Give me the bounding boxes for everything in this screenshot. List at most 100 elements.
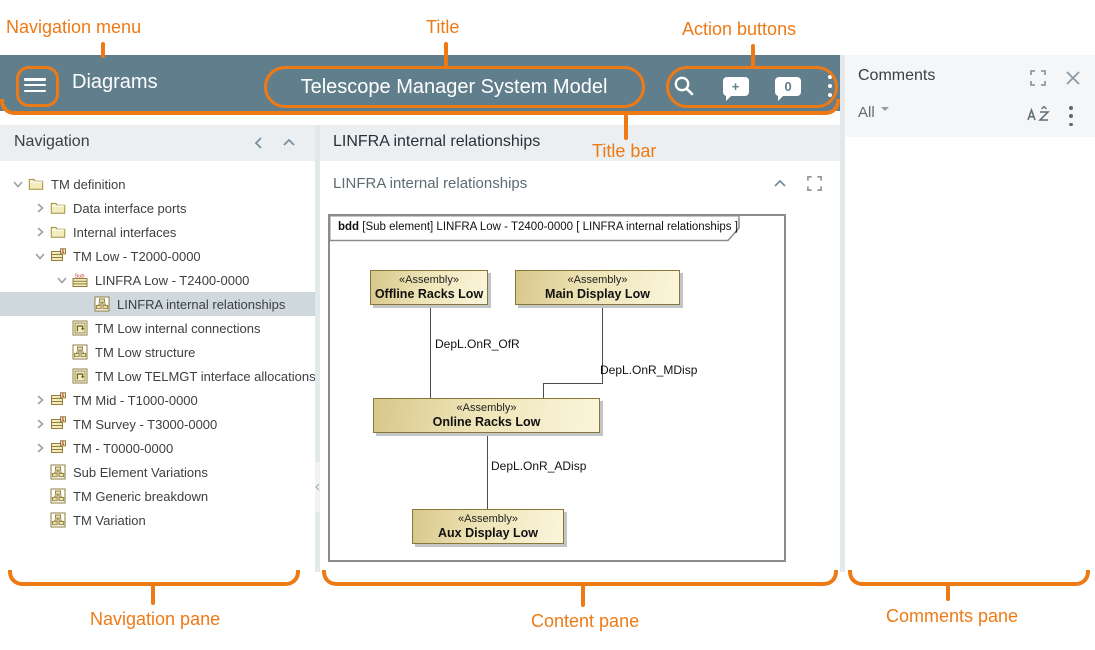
comments-pane: Comments All bbox=[845, 55, 1095, 572]
expander-spacer bbox=[32, 512, 50, 528]
collapse-up-icon[interactable] bbox=[282, 136, 296, 150]
tree-item[interactable]: TM Low structure bbox=[0, 340, 315, 364]
title-bar-bracket bbox=[0, 99, 840, 115]
tree-item-label: TM Survey - T3000-0000 bbox=[73, 416, 218, 432]
tree-item[interactable]: Internal interfaces bbox=[0, 220, 315, 244]
tree-item[interactable]: Sub Element Variations bbox=[0, 460, 315, 484]
title-outline bbox=[264, 66, 645, 108]
navigation-pane-title: Navigation bbox=[14, 133, 90, 150]
tree-item[interactable]: Data interface ports bbox=[0, 196, 315, 220]
expander-right-icon[interactable] bbox=[32, 224, 50, 240]
comments-title: Comments bbox=[858, 67, 936, 84]
diagram-block-offline-racks-low[interactable]: «Assembly» Offline Racks Low bbox=[370, 270, 488, 305]
comments-pane-header: Comments All bbox=[845, 55, 1095, 137]
action-buttons-group: + 0 bbox=[672, 71, 832, 101]
collapse-left-icon[interactable] bbox=[252, 136, 266, 150]
block-icon bbox=[50, 440, 67, 456]
diagram-block-aux-display-low[interactable]: «Assembly» Aux Display Low bbox=[412, 509, 564, 544]
document-title: Telescope Manager System Model bbox=[300, 75, 608, 98]
tree-item-label: TM Mid - T1000-0000 bbox=[73, 392, 198, 408]
comments-close-icon[interactable] bbox=[1064, 69, 1082, 87]
diagram-frame-header: bdd [Sub element] LINFRA Low - T2400-000… bbox=[338, 221, 738, 233]
diagram-frame-header-shape bbox=[329, 215, 740, 242]
comments-filter-dropdown[interactable]: All bbox=[858, 104, 889, 121]
expander-spacer bbox=[54, 368, 72, 384]
tree-item-label: TM definition bbox=[51, 176, 126, 192]
block-icon bbox=[50, 248, 67, 264]
section-fullscreen-icon[interactable] bbox=[806, 175, 823, 192]
tree-item-label: TM - T0000-0000 bbox=[73, 440, 174, 456]
tree-item-label: TM Low - T2000-0000 bbox=[73, 248, 201, 264]
tree-item[interactable]: TM Generic breakdown bbox=[0, 484, 315, 508]
app-section-label: Diagrams bbox=[72, 71, 158, 93]
block-stereotype: «Assembly» bbox=[458, 513, 518, 525]
pane-splitter[interactable] bbox=[315, 125, 320, 572]
comments-sort-az-icon[interactable] bbox=[1026, 105, 1052, 123]
edge-label: DepL.OnR_OfR bbox=[435, 337, 520, 351]
annotation-navigation-pane: Navigation pane bbox=[90, 609, 221, 629]
expander-right-icon[interactable] bbox=[32, 416, 50, 432]
folder-icon bbox=[50, 200, 67, 216]
expander-down-icon[interactable] bbox=[54, 272, 72, 288]
pane-divider[interactable] bbox=[840, 55, 845, 572]
annotation-title-bar: Title bar bbox=[592, 141, 657, 161]
expander-right-icon[interactable] bbox=[32, 392, 50, 408]
tree-item-label: Data interface ports bbox=[73, 200, 187, 216]
tree-item[interactable]: TM Low - T2000-0000 bbox=[0, 244, 315, 268]
expander-down-icon[interactable] bbox=[10, 176, 28, 192]
edge-label: DepL.OnR_MDisp bbox=[600, 363, 698, 377]
comment-count-badge[interactable]: 0 bbox=[775, 76, 802, 101]
bdd-icon bbox=[72, 344, 89, 360]
caret-down-icon bbox=[880, 107, 889, 115]
tree-item[interactable]: TM Low internal connections bbox=[0, 316, 315, 340]
section-collapse-icon[interactable] bbox=[772, 176, 788, 192]
annotation-comments-pane: Comments pane bbox=[886, 606, 1019, 626]
expander-right-icon[interactable] bbox=[32, 440, 50, 456]
expander-right-icon[interactable] bbox=[32, 200, 50, 216]
tree-item[interactable]: TM Survey - T3000-0000 bbox=[0, 412, 315, 436]
content-pane-bracket bbox=[322, 570, 838, 586]
add-comment-icon[interactable]: + bbox=[722, 76, 749, 101]
annotation-navigation-menu: Navigation menu bbox=[6, 17, 142, 37]
block-name: Offline Racks Low bbox=[374, 286, 484, 301]
title-bar-stem bbox=[624, 114, 628, 140]
block-stereotype: «Assembly» bbox=[567, 274, 628, 286]
block-stereotype: «Assembly» bbox=[399, 274, 459, 286]
expander-down-icon[interactable] bbox=[32, 248, 50, 264]
hamburger-menu-icon[interactable] bbox=[24, 78, 46, 93]
connector-main-online-v2 bbox=[543, 383, 544, 398]
block-stereotype: «Assembly» bbox=[456, 402, 517, 414]
tree-item-label: LINFRA internal relationships bbox=[117, 296, 286, 312]
expander-spacer bbox=[76, 296, 94, 312]
block-sub-icon: Sub bbox=[72, 272, 89, 288]
bdd-icon bbox=[50, 464, 67, 480]
annotation-content-pane: Content pane bbox=[531, 611, 640, 631]
navigation-menu-stem bbox=[101, 42, 105, 58]
comments-fullscreen-icon[interactable] bbox=[1029, 69, 1047, 87]
tree-item[interactable]: TM Mid - T1000-0000 bbox=[0, 388, 315, 412]
edge-label: DepL.OnR_ADisp bbox=[491, 459, 587, 473]
action-buttons-stem bbox=[751, 44, 755, 68]
tree-item[interactable]: TM - T0000-0000 bbox=[0, 436, 315, 460]
tree-item[interactable]: TM Variation bbox=[0, 508, 315, 532]
comments-pane-bracket bbox=[848, 570, 1090, 586]
annotation-action-buttons: Action buttons bbox=[682, 19, 797, 39]
splitter-collapse-handle[interactable] bbox=[315, 462, 320, 512]
tree-item-label: TM Low TELMGT interface allocations bbox=[95, 368, 316, 384]
diagram-frame: bdd [Sub element] LINFRA Low - T2400-000… bbox=[328, 214, 786, 562]
tree-item[interactable]: TM Low TELMGT interface allocations bbox=[0, 364, 316, 388]
folder-icon bbox=[50, 224, 67, 240]
title-stem bbox=[444, 42, 448, 68]
tree-item[interactable]: TM definition bbox=[0, 172, 315, 196]
comments-filter-value: All bbox=[858, 104, 875, 121]
tree-item-label: TM Variation bbox=[73, 512, 146, 528]
tree-item[interactable]: LINFRA internal relationships bbox=[0, 292, 315, 316]
bdd-icon bbox=[50, 512, 67, 528]
comments-kebab-menu-icon[interactable] bbox=[1069, 104, 1073, 129]
tree-item-label: Internal interfaces bbox=[73, 224, 177, 240]
connector-main-online-h bbox=[543, 383, 603, 384]
block-name: Main Display Low bbox=[545, 286, 650, 301]
diagram-block-online-racks-low[interactable]: «Assembly» Online Racks Low bbox=[373, 398, 600, 433]
diagram-block-main-display-low[interactable]: «Assembly» Main Display Low bbox=[515, 270, 680, 305]
